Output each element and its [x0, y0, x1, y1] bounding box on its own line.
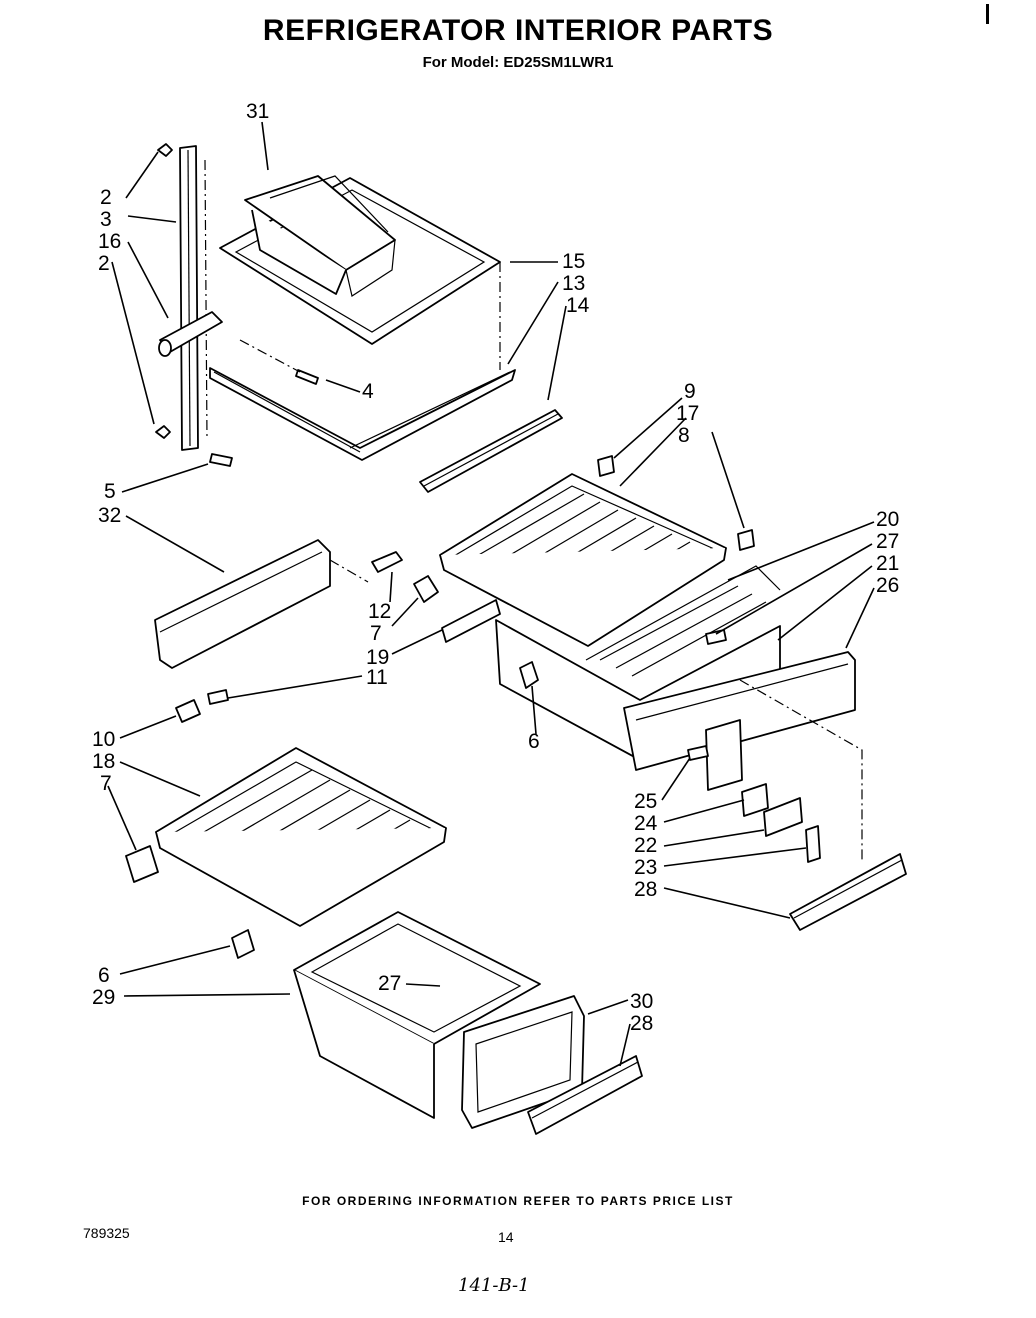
storage-bin-31: [244, 175, 396, 297]
callout-28-lower: 28: [630, 1012, 653, 1035]
callout-15: 15: [562, 250, 585, 273]
callout-18: 18: [92, 750, 115, 773]
callout-21: 21: [876, 552, 899, 575]
callout-25: 25: [634, 790, 657, 813]
callout-6-lower: 6: [98, 964, 110, 987]
callout-4: 4: [362, 380, 374, 403]
callout-5: 5: [104, 480, 116, 503]
callout-8: 8: [678, 424, 690, 447]
page-title: REFRIGERATOR INTERIOR PARTS: [262, 14, 774, 47]
page-edge-mark: [986, 4, 989, 24]
model-subtitle: For Model: ED25SM1LWR1: [422, 54, 614, 71]
trim-strip-14: [419, 409, 563, 493]
lower-glass-shelf-18: [155, 747, 447, 927]
callout-11: 11: [366, 666, 388, 689]
callout-2: 2: [100, 186, 112, 209]
callout-17: 17: [676, 402, 699, 425]
crisper-drawer-26: [495, 565, 863, 862]
callout-26: 26: [876, 574, 899, 597]
callout-13: 13: [562, 272, 585, 295]
trim-strip-28-right: [789, 853, 907, 931]
callout-27-lower: 27: [378, 972, 401, 995]
callout-7: 7: [370, 622, 382, 645]
callout-3: 3: [100, 208, 112, 231]
shelf-rail-32: [154, 539, 369, 669]
callout-12: 12: [368, 600, 391, 623]
callout-14: 14: [566, 294, 590, 317]
callout-9: 9: [684, 380, 696, 403]
callout-2-lower: 2: [98, 252, 110, 275]
callout-22: 22: [634, 834, 657, 857]
callout-7-lower: 7: [100, 772, 112, 795]
shelf-support-16: [158, 311, 223, 357]
callout-23: 23: [634, 856, 657, 879]
callout-6: 6: [528, 730, 540, 753]
callout-31: 31: [246, 100, 269, 123]
callout-28: 28: [634, 878, 657, 901]
callout-27: 27: [876, 530, 899, 553]
document-number: 789325: [83, 1225, 130, 1241]
page-number: 14: [498, 1229, 514, 1245]
handwritten-reference: 141-B-1: [458, 1275, 530, 1296]
vertical-rail: [155, 143, 208, 451]
callout-20: 20: [876, 508, 899, 531]
screw-5: [209, 453, 233, 467]
trim-strip-28-lower: [527, 1055, 643, 1135]
callout-labels: 31 2 3 16 2 15 13 14 4 9 17 8 5 32 20 27…: [92, 100, 899, 1035]
small-parts-middle: [175, 455, 821, 863]
screw-4: [239, 339, 319, 385]
pan-29: [293, 911, 541, 1119]
callout-30: 30: [630, 990, 653, 1013]
leader-lines: [107, 121, 875, 1067]
callout-24: 24: [634, 812, 658, 835]
callout-32: 32: [98, 504, 121, 527]
callout-10: 10: [92, 728, 115, 751]
callout-19: 19: [366, 646, 389, 669]
upper-glass-shelf-17: [439, 473, 727, 647]
ordering-info-note: FOR ORDERING INFORMATION REFER TO PARTS …: [302, 1194, 734, 1208]
callout-29: 29: [92, 986, 115, 1009]
callout-16: 16: [98, 230, 121, 253]
